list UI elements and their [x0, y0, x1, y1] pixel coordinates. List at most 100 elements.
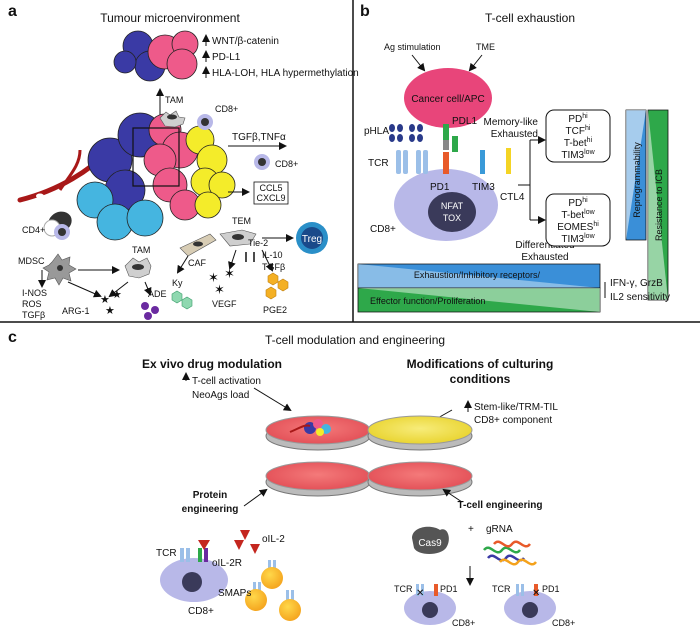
exhaustion-label: Exhaustion/Inhibitory receptors/	[414, 270, 541, 280]
tgfb-tem-label: TGFβ	[262, 262, 285, 272]
culturing-title-0: Modifications of culturing	[407, 357, 554, 371]
tcr-ko2-label: TCR	[492, 584, 511, 594]
svg-text:★: ★	[105, 305, 115, 317]
pd1-b-label: PD1	[430, 182, 450, 193]
ex-vivo-note-0: T-cell activation	[192, 376, 261, 387]
pd1-receptor: PD1	[430, 124, 458, 193]
svg-text:✶: ✶	[214, 282, 225, 297]
memory-exhausted-label: Exhausted	[491, 129, 538, 140]
svg-text:✶: ✶	[208, 270, 219, 285]
culturing-title-1: conditions	[450, 372, 511, 386]
tgfb-tnfa: TGFβ,TNFα	[228, 132, 287, 150]
panel-c-title: T-cell modulation and engineering	[265, 333, 445, 347]
diff-marker-3: TIM3low	[561, 233, 595, 245]
mdsc-label: MDSC	[18, 256, 45, 266]
ifn-label: IFN-γ, GrzB	[610, 278, 663, 289]
cd8-b-label: CD8+	[370, 224, 396, 235]
dish-tcell	[367, 461, 473, 497]
cd8-c-label: CD8+	[188, 606, 214, 617]
feature-wnt: WNT/β-catenin	[212, 36, 279, 47]
cd8-ko2-label: CD8+	[552, 618, 575, 628]
treg-cell: Treg	[296, 222, 328, 254]
inos-label: I-NOS	[22, 288, 47, 298]
il2-label: IL2 sensitivity	[610, 292, 670, 303]
caf-label: CAF	[188, 258, 207, 268]
grna-label: gRNA	[486, 524, 513, 535]
tcell-eng-title: T-cell engineering	[457, 500, 542, 511]
svg-text:★: ★	[112, 289, 122, 301]
panel-b-letter: b	[360, 3, 370, 20]
feature-hla: HLA-LOH, HLA hypermethylation	[212, 68, 359, 79]
arg1-label: ARG-1	[62, 306, 90, 316]
cxcl9-label: CXCL9	[256, 193, 285, 203]
memory-like-label: Memory-like	[484, 117, 539, 128]
il10-tgfb: IL-10 TGFβ	[262, 250, 285, 272]
tim3-b-label: TIM3	[472, 182, 495, 193]
tcr-receptors	[396, 150, 428, 174]
cancer-cell: Cancer cell/APC	[404, 68, 492, 128]
differentiated-label: Differentiated	[515, 240, 574, 251]
vegf: ✶ ✶ ✶ VEGF	[208, 266, 237, 309]
culturing-note-1: CD8+ component	[474, 415, 552, 426]
memory-marker-2: T-bethi	[564, 137, 593, 149]
tcr-c-label: TCR	[156, 548, 177, 559]
svg-text:✕: ✕	[416, 588, 424, 599]
cd4-label: CD4+	[22, 225, 45, 235]
effector-bar: Effector function/Proliferation	[357, 287, 601, 313]
pdl1-label: PDL1	[452, 116, 477, 127]
panel-a-letter: a	[8, 3, 17, 20]
tcr-ko1-label: TCR	[394, 584, 413, 594]
cd8-top-cell: CD8+	[197, 104, 238, 130]
resistance-bar: Resistance to ICB	[647, 109, 669, 301]
pd1-ko1-label: PD1	[440, 584, 458, 594]
panel-c-letter: c	[8, 329, 17, 346]
reprogrammability-bar: Reprogrammability	[625, 109, 647, 241]
protein-title-1: engineering	[182, 504, 239, 515]
diff-marker-1: T-betlow	[561, 209, 595, 221]
il10-label: IL-10	[262, 250, 283, 260]
cancer-cell-label: Cancer cell/APC	[411, 94, 484, 105]
ko-cell-2: ✕ TCR PD1 CD8+	[492, 584, 575, 628]
tem-label: TEM	[232, 216, 251, 226]
ros-label: ROS	[22, 299, 42, 309]
oil2-molecules: oIL-2	[234, 530, 285, 554]
tme-label: TME	[476, 42, 495, 52]
smaps: SMAPs	[218, 560, 301, 621]
pge2: PGE2	[263, 272, 289, 315]
tumour-features: WNT/β-catenin PD-L1 HLA-LOH, HLA hyperme…	[202, 34, 359, 79]
feature-pdl1: PD-L1	[212, 52, 241, 63]
grna-strands	[483, 540, 537, 566]
engineered-cd8-cell: TCR oIL-2R CD8+	[156, 540, 242, 617]
pd1-ko2-label: PD1	[542, 584, 560, 594]
exhaustion-bar: Exhaustion/Inhibitory receptors/	[357, 263, 601, 289]
tam-top-cell: TAM	[159, 95, 186, 128]
nfat-label: NFAT	[441, 201, 464, 211]
memory-marker-1: TCFhi	[566, 125, 591, 137]
memory-box: PDhi TCFhi T-bethi TIM3low	[545, 109, 611, 163]
ctl4-receptor: CTL4	[500, 148, 525, 203]
tam-bottom-cell: TAM	[108, 245, 152, 298]
diff-marker-0: PDhi	[568, 197, 588, 209]
caf-cell: CAF	[176, 233, 217, 274]
treg-label: Treg	[302, 234, 322, 245]
differentiated-box: PDhi T-betlow EOMEShi TIM3low	[545, 193, 611, 247]
diff-marker-2: EOMEShi	[557, 221, 599, 233]
resistance-label: Resistance to ICB	[654, 169, 664, 241]
dish-ex-vivo	[265, 415, 371, 451]
cd8-ko1-label: CD8+	[452, 618, 475, 628]
tcr-b-label: TCR	[368, 158, 389, 169]
dish-culture	[367, 415, 473, 451]
memory-marker-0: PDhi	[568, 113, 588, 125]
tgfb-tnfa-label: TGFβ,TNFα	[232, 132, 286, 143]
phla-molecules	[389, 124, 423, 142]
cd8-right-cell: CD8+	[254, 154, 298, 170]
svg-text:★: ★	[100, 294, 110, 306]
ky-label: Ky	[172, 278, 183, 288]
panel-b-title: T-cell exhaustion	[485, 11, 575, 25]
ex-vivo-note-1: NeoAgs load	[192, 390, 249, 401]
cd8-top-label: CD8+	[215, 104, 238, 114]
arg1: ★ ★ ★ ARG-1	[62, 289, 122, 317]
differentiated-exhausted-label: Exhausted	[521, 252, 568, 263]
pge2-label: PGE2	[263, 305, 287, 315]
top-tumour-cluster	[113, 30, 199, 82]
